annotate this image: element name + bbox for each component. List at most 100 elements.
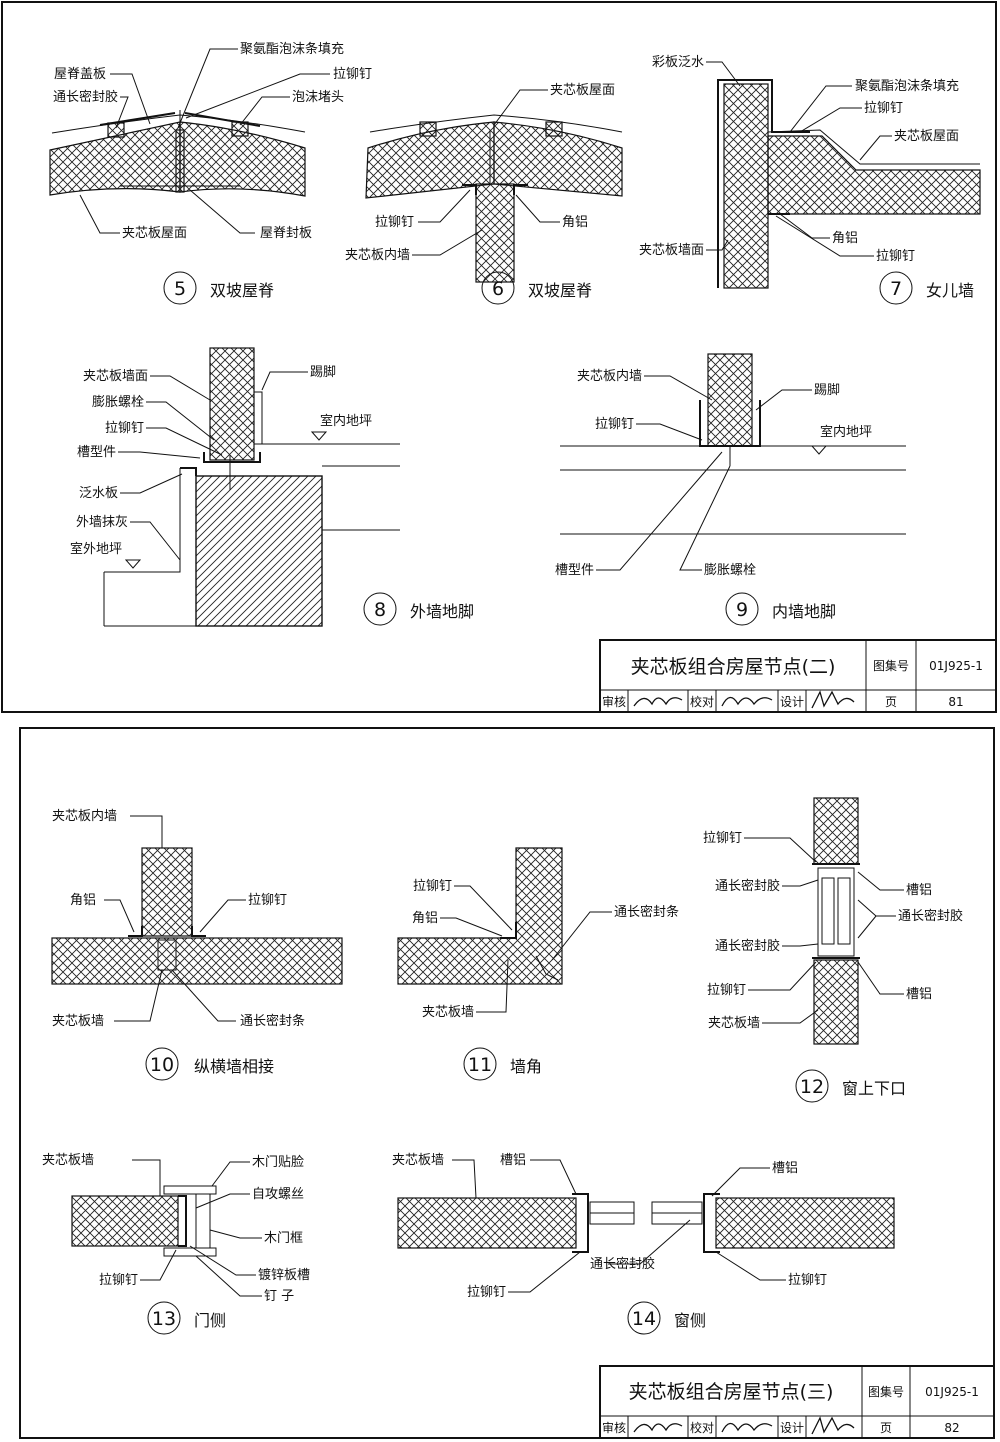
detail-12-caption: 窗上下口 <box>842 1079 906 1098</box>
detail-12-circle <box>795 1069 829 1103</box>
sheet2-page-label: 页 <box>880 1421 892 1435</box>
label-channel: 槽型件 <box>555 563 594 578</box>
sheet2-page-no: 82 <box>944 1421 959 1435</box>
label-angle-al: 角铝 <box>70 893 96 908</box>
detail-13-caption: 门侧 <box>194 1311 226 1330</box>
sheet1-page-no: 81 <box>948 695 963 709</box>
sheet2-review-label: 审核 <box>602 1420 626 1435</box>
label-panel-roof: 夹芯板屋面 <box>550 83 615 98</box>
detail-8-number: 8 <box>374 599 386 621</box>
detail-11-drawing <box>397 847 563 985</box>
label-exp-bolt: 膨胀螺栓 <box>92 395 144 410</box>
detail-8-caption: 外墙地脚 <box>410 602 474 621</box>
label-sealant: 通长密封胶 <box>715 878 780 894</box>
detail-10-caption: 纵横墙相接 <box>194 1057 274 1076</box>
sheet2-review-signature <box>633 1423 683 1433</box>
label-galv: 镀锌板槽 <box>258 1267 310 1283</box>
label-rivet: 拉铆钉 <box>333 67 372 82</box>
label-rivet: 拉铆钉 <box>413 879 452 894</box>
label-rivet: 拉铆钉 <box>248 893 287 908</box>
detail-11-number: 11 <box>468 1054 492 1076</box>
detail-5-drawing <box>49 110 306 197</box>
detail-6-number: 6 <box>492 278 504 300</box>
sheet1-design-label: 设计 <box>780 695 804 709</box>
detail-8-drawing <box>103 347 400 627</box>
detail-9-leaders <box>596 375 812 571</box>
sheet1-check-signature <box>721 696 773 707</box>
label-rivet: 拉铆钉 <box>864 101 903 116</box>
detail-13-circle <box>147 1301 181 1335</box>
detail-6-circle <box>481 271 515 305</box>
detail-7-leaders <box>706 61 892 257</box>
detail-14-leaders <box>452 1159 786 1293</box>
label-inner-wall: 夹芯板内墙 <box>52 808 117 824</box>
sheet1-page-label: 页 <box>885 695 897 709</box>
label-seal-strip: 通长密封条 <box>240 1013 305 1029</box>
label-channel-al2: 槽铝 <box>772 1161 798 1176</box>
label-channel: 槽型件 <box>77 445 116 460</box>
detail-7-circle <box>879 271 913 305</box>
label-rivet2: 拉铆钉 <box>707 983 746 998</box>
label-seal-strip: 通长密封条 <box>614 904 679 920</box>
label-wall: 夹芯板墙 <box>392 1153 444 1168</box>
label-sealant: 通长密封胶 <box>53 89 118 105</box>
label-wall: 夹芯板墙 <box>708 1016 760 1031</box>
sheet1-atlas-no: 01J925-1 <box>929 659 983 673</box>
label-rivet: 拉铆钉 <box>99 1273 138 1288</box>
detail-8-leaders <box>118 371 308 561</box>
sheet2-design-signature <box>811 1416 855 1435</box>
label-rivet2: 拉铆钉 <box>876 249 915 264</box>
detail-10-drawing <box>51 847 343 985</box>
detail-13-number: 13 <box>152 1308 176 1330</box>
sheet2-check-signature <box>721 1422 773 1433</box>
detail-7-caption: 女儿墙 <box>926 281 974 300</box>
label-flashing: 泛水板 <box>79 486 118 501</box>
label-ridge-plate: 屋脊封板 <box>260 226 312 241</box>
detail-9-caption: 内墙地脚 <box>772 602 836 621</box>
label-indoor-floor: 室内地坪 <box>320 413 372 429</box>
detail-12-drawing <box>812 797 860 1045</box>
detail-8-circle <box>363 592 397 626</box>
label-sealant-r: 通长密封胶 <box>898 908 963 924</box>
detail-14-circle <box>627 1301 661 1335</box>
label-sealant: 通长密封胶 <box>590 1256 655 1272</box>
sheet2-atlas-label: 图集号 <box>868 1384 904 1399</box>
label-panel-roof: 夹芯板屋面 <box>894 129 959 144</box>
detail-11-leaders <box>440 885 612 1013</box>
label-wall-face: 夹芯板墙面 <box>83 369 148 384</box>
sheet2-design-label: 设计 <box>780 1421 804 1435</box>
detail-9-number: 9 <box>736 599 748 621</box>
sheet1-title: 夹芯板组合房屋节点(二) <box>631 656 836 678</box>
detail-10-leaders <box>104 815 246 1022</box>
detail-14-drawing <box>397 1193 895 1253</box>
label-panel-roof: 夹芯板屋面 <box>122 226 187 241</box>
detail-14-caption: 窗侧 <box>674 1311 706 1330</box>
label-rivet: 拉铆钉 <box>595 417 634 432</box>
detail-13-drawing <box>71 1185 217 1257</box>
label-veneer: 木门贴脸 <box>252 1155 304 1170</box>
label-channel-al2: 槽铝 <box>906 987 932 1002</box>
title-block-1 <box>599 639 997 713</box>
label-wall: 夹芯板墙 <box>42 1153 94 1168</box>
label-indoor-floor: 室内地坪 <box>820 424 872 440</box>
label-wall-face: 夹芯板墙面 <box>639 243 704 258</box>
sheet2-atlas-no: 01J925-1 <box>925 1385 979 1399</box>
detail-5-circle <box>163 271 197 305</box>
label-inner-wall: 夹芯板内墙 <box>345 247 410 263</box>
label-plaster: 外墙抹灰 <box>76 515 128 530</box>
label-wall: 夹芯板墙 <box>52 1014 104 1029</box>
detail-6-caption: 双坡屋脊 <box>528 281 592 300</box>
detail-6-drawing <box>365 114 623 283</box>
detail-10-circle <box>145 1047 179 1081</box>
label-foam-fill: 聚氨酯泡沫条填充 <box>240 41 344 57</box>
label-exp-bolt: 膨胀螺栓 <box>704 563 756 578</box>
label-flashing: 彩板泛水 <box>652 55 704 70</box>
sheet2-check-label: 校对 <box>690 1420 714 1435</box>
label-rivet: 拉铆钉 <box>467 1285 506 1300</box>
label-frame: 木门框 <box>264 1231 303 1246</box>
detail-11-caption: 墙角 <box>510 1057 542 1076</box>
label-rivet: 拉铆钉 <box>375 215 414 230</box>
detail-10-number: 10 <box>150 1054 174 1076</box>
label-foam-fill: 聚氨酯泡沫条填充 <box>855 78 959 94</box>
